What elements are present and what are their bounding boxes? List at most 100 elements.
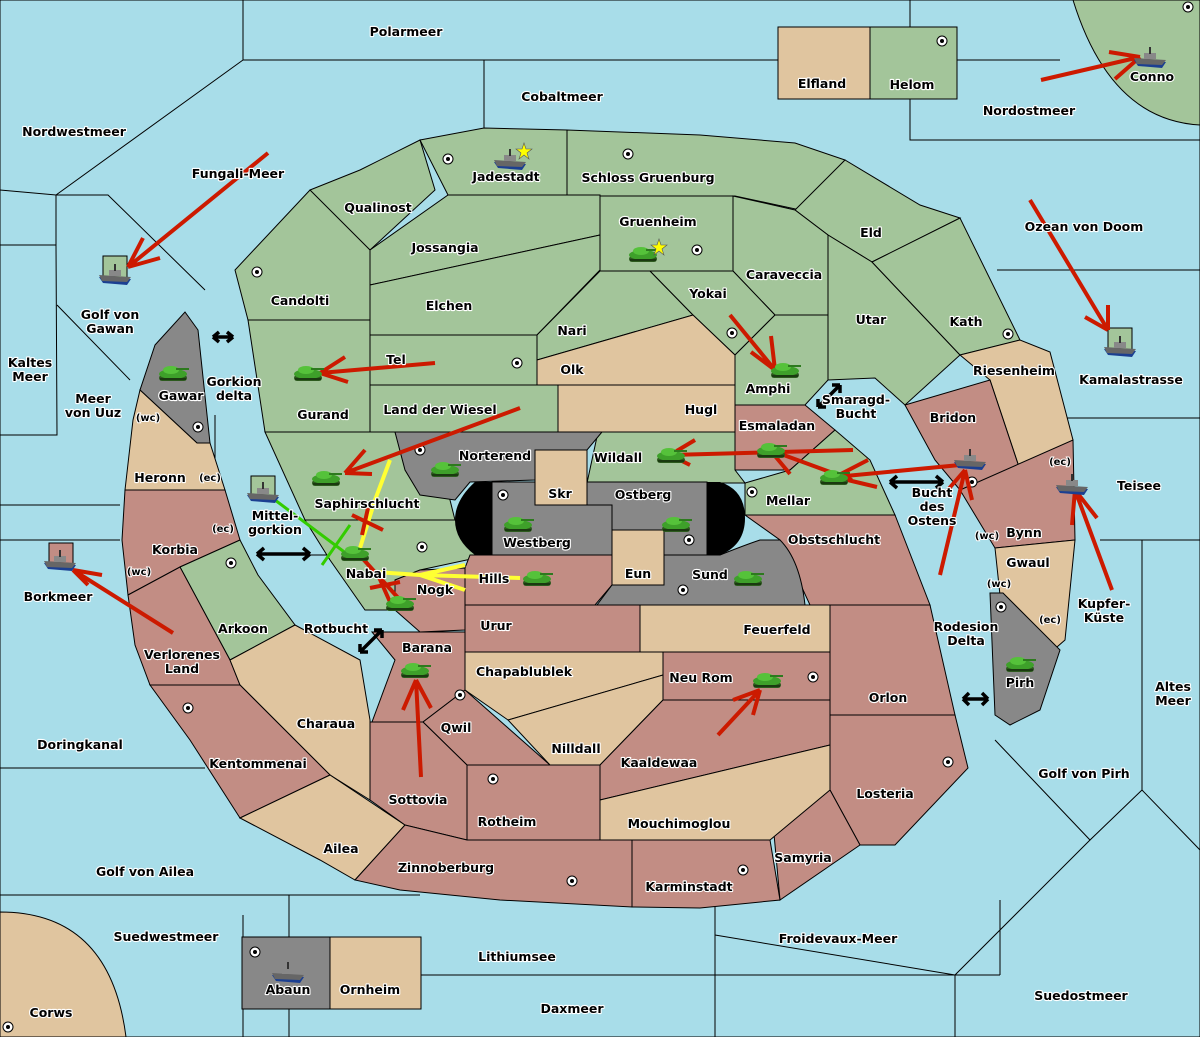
label-helom: Helom bbox=[890, 77, 935, 92]
supply-center-icon bbox=[249, 946, 261, 958]
convoy-arrow bbox=[274, 498, 356, 566]
region-gwaul[interactable] bbox=[994, 539, 1076, 654]
label-riesenheim: Riesenheim bbox=[973, 363, 1055, 378]
label-obstschlucht: Obstschlucht bbox=[788, 532, 880, 547]
label-amphi: Amphi bbox=[746, 381, 791, 396]
label-lithiumsee: Lithiumsee bbox=[478, 949, 556, 964]
label-suedostmeer: Suedostmeer bbox=[1034, 988, 1128, 1003]
label-schloss-gruenburg: Schloss Gruenburg bbox=[581, 170, 714, 185]
label-rotbucht: Rotbucht bbox=[304, 621, 368, 636]
label-gruenheim: Gruenheim bbox=[619, 214, 696, 229]
region-corws[interactable] bbox=[0, 911, 127, 1037]
label-neu-rom: Neu Rom bbox=[669, 670, 732, 685]
star-icon bbox=[650, 238, 668, 256]
label-olk: Olk bbox=[560, 362, 584, 377]
supply-center-icon bbox=[566, 875, 578, 887]
label-gawar: Gawar bbox=[159, 388, 205, 403]
label-qualinost: Qualinost bbox=[344, 200, 411, 215]
label-losteria: Losteria bbox=[856, 786, 913, 801]
move-arrow bbox=[728, 313, 777, 372]
label-jossangia: Jossangia bbox=[410, 240, 478, 255]
failed-x bbox=[369, 574, 401, 603]
support-arrow bbox=[374, 563, 521, 592]
label-smaragd-bucht: Smaragd-Bucht bbox=[822, 392, 890, 421]
label-bynn: Bynn bbox=[1006, 525, 1041, 540]
label-chapablublek: Chapablublek bbox=[476, 664, 573, 679]
label-golf-von-ailea: Golf von Ailea bbox=[96, 864, 194, 879]
coast-label: (ec) bbox=[199, 473, 221, 484]
label-eun: Eun bbox=[625, 566, 651, 581]
supply-center-icon bbox=[225, 557, 237, 569]
move-arrow bbox=[716, 688, 762, 737]
supply-center-icon bbox=[1182, 1, 1194, 13]
supply-center-icon bbox=[746, 486, 758, 498]
label-jadestadt: Jadestadt bbox=[471, 169, 539, 184]
label-mouchimoglou: Mouchimoglou bbox=[628, 816, 731, 831]
label-ostberg: Ostberg bbox=[615, 487, 672, 502]
supply-center-icon bbox=[683, 534, 695, 546]
label-gwaul: Gwaul bbox=[1006, 555, 1049, 570]
label-ozean-von-doom: Ozean von Doom bbox=[1025, 219, 1144, 234]
region-east-cap bbox=[707, 482, 745, 555]
label-teisee: Teisee bbox=[1117, 478, 1161, 493]
supply-center-icon bbox=[936, 35, 948, 47]
canal-link bbox=[358, 628, 384, 654]
label-sund: Sund bbox=[692, 567, 728, 582]
region-gruenheim[interactable] bbox=[599, 195, 734, 272]
supply-center-icon bbox=[995, 601, 1007, 613]
canal-link bbox=[816, 383, 842, 409]
supply-center-icon bbox=[2, 1021, 14, 1033]
label-mellar: Mellar bbox=[766, 493, 811, 508]
label-gurand: Gurand bbox=[297, 407, 349, 422]
supply-center-icon bbox=[1002, 328, 1014, 340]
coast-label: (wc) bbox=[975, 531, 999, 542]
label-rotheim: Rotheim bbox=[478, 814, 537, 829]
label-esmaladan: Esmaladan bbox=[739, 418, 815, 433]
label-yokai: Yokai bbox=[688, 286, 727, 301]
label-daxmeer: Daxmeer bbox=[540, 1001, 604, 1016]
label-elchen: Elchen bbox=[426, 298, 473, 313]
label-westberg: Westberg bbox=[503, 535, 571, 550]
move-arrow bbox=[1028, 198, 1110, 332]
star-icon bbox=[515, 142, 533, 160]
supply-center-icon bbox=[497, 489, 509, 501]
move-arrow bbox=[401, 679, 433, 778]
label-froidevaux-meer: Froidevaux-Meer bbox=[779, 931, 898, 946]
label-hugl: Hugl bbox=[685, 402, 718, 417]
supply-center-icon bbox=[487, 773, 499, 785]
supply-center-icon bbox=[454, 689, 466, 701]
move-arrow bbox=[318, 355, 436, 384]
label-skr: Skr bbox=[548, 486, 572, 501]
label-fungali-meer: Fungali-Meer bbox=[192, 166, 285, 181]
supply-center-icon bbox=[942, 756, 954, 768]
label-nabai: Nabai bbox=[346, 566, 387, 581]
label-arkoon: Arkoon bbox=[218, 621, 268, 636]
region-elfland[interactable] bbox=[777, 26, 871, 100]
label-tel: Tel bbox=[386, 352, 406, 367]
label-eld: Eld bbox=[860, 225, 882, 240]
region-karminstadt[interactable] bbox=[631, 839, 781, 909]
coast-label: (wc) bbox=[127, 567, 151, 578]
label-conno: Conno bbox=[1130, 69, 1175, 84]
move-arrow bbox=[71, 568, 175, 635]
canal-link bbox=[888, 474, 945, 490]
region-west-cap bbox=[455, 482, 492, 555]
label-kaaldewaa: Kaaldewaa bbox=[621, 755, 698, 770]
region-ornheim[interactable] bbox=[329, 936, 422, 1010]
label-candolti: Candolti bbox=[271, 293, 330, 308]
supply-center-icon bbox=[251, 266, 263, 278]
move-arrow bbox=[343, 406, 521, 476]
label-corws: Corws bbox=[30, 1005, 73, 1020]
label-kupfer-k-ste: Kupfer-Küste bbox=[1078, 596, 1131, 625]
region-norterend[interactable] bbox=[394, 431, 604, 501]
label-cobaltmeer: Cobaltmeer bbox=[521, 89, 603, 104]
supply-center-icon bbox=[442, 153, 454, 165]
